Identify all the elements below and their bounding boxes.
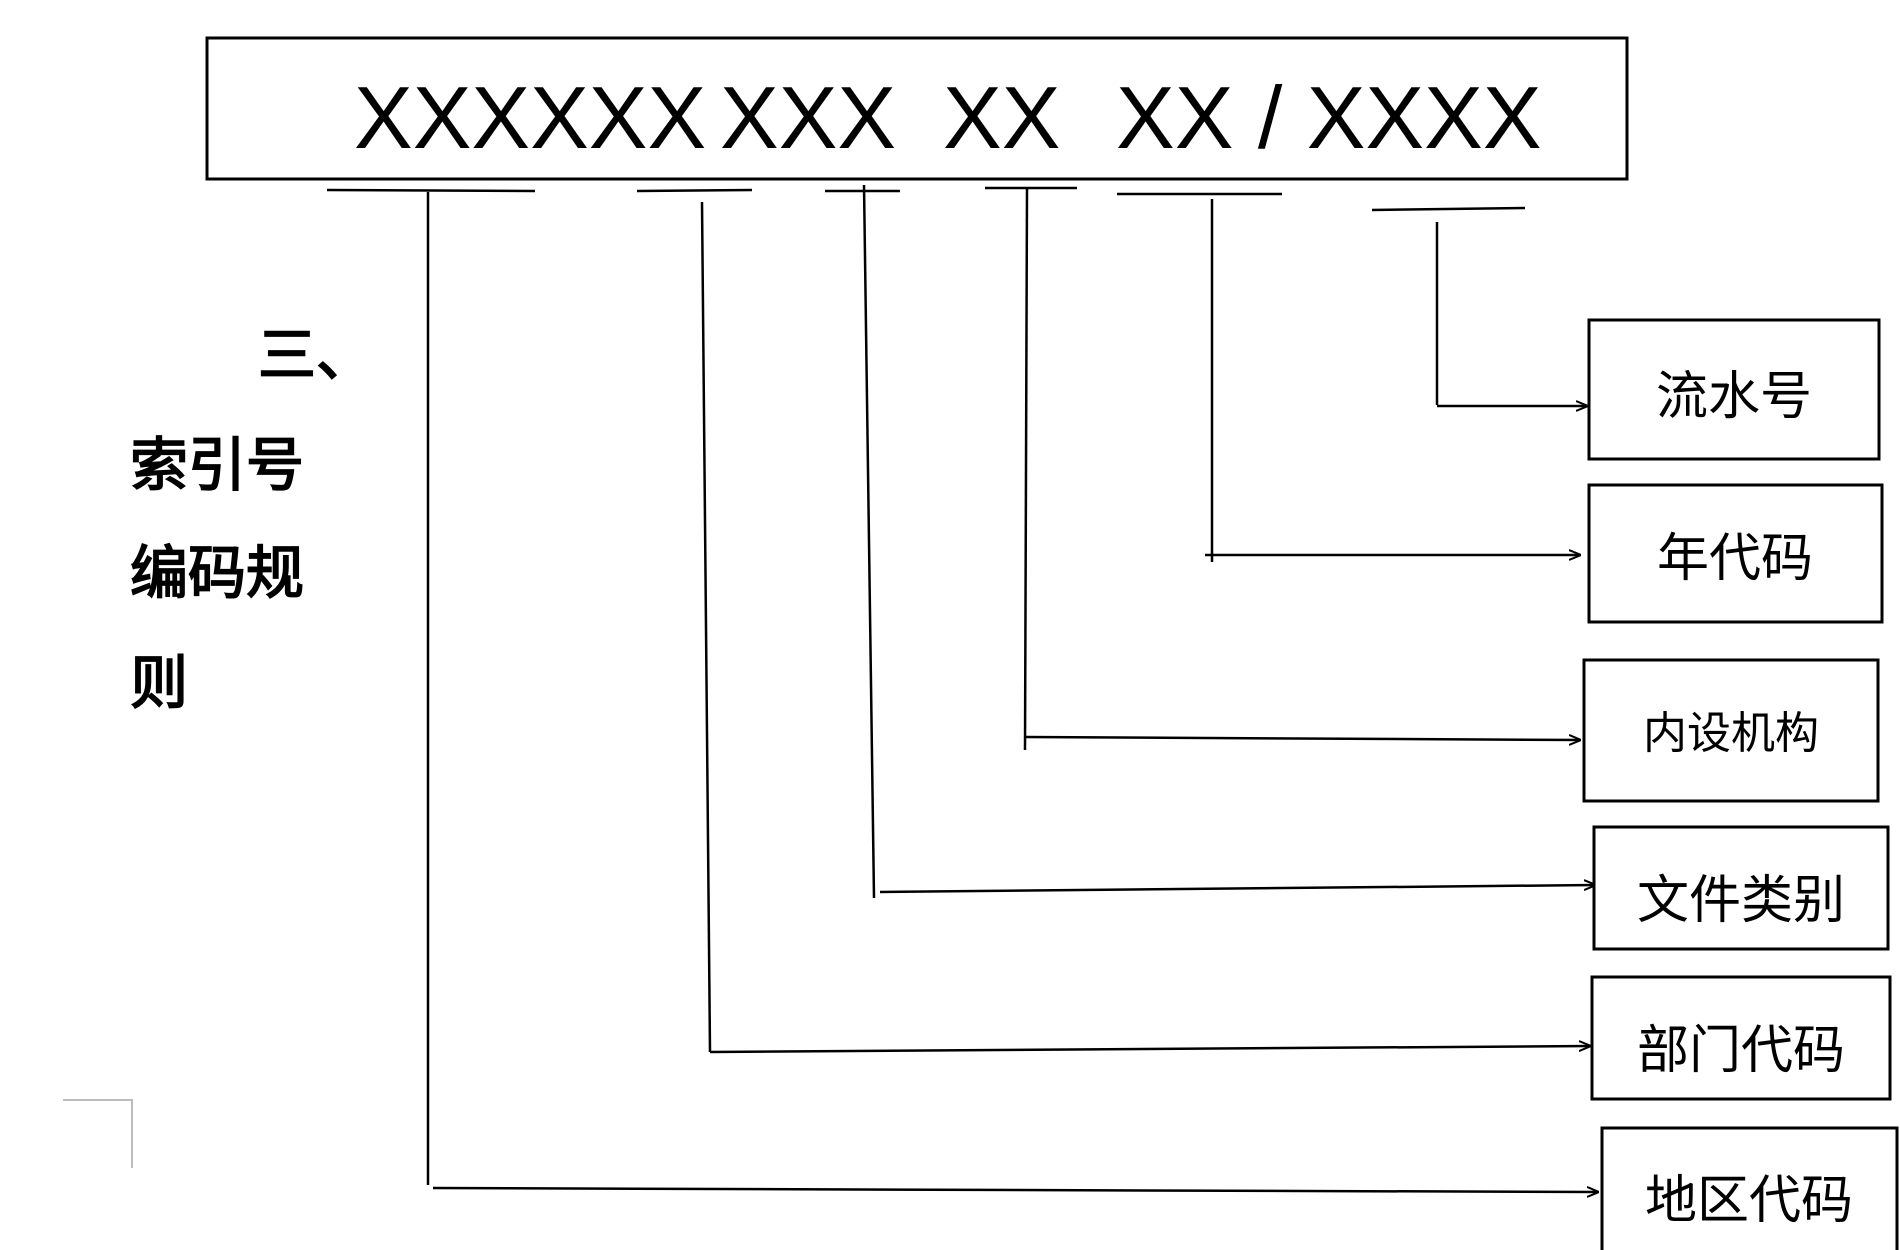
- label-box-region: [1600, 1126, 1899, 1250]
- arrow-category: [879, 885, 1595, 894]
- label-box-year: [1587, 483, 1884, 624]
- heading-number: 三、: [258, 321, 374, 389]
- underline-region: [326, 188, 536, 193]
- arrow-department: [709, 1046, 1590, 1054]
- label-region: 地区代码: [1645, 1171, 1853, 1231]
- heading-line-2: 编码规: [130, 539, 304, 607]
- label-department: 部门代码: [1637, 1021, 1845, 1081]
- code-segment-year-serial: XX / XXXX: [1116, 68, 1542, 167]
- arrow-region: [432, 1188, 1598, 1192]
- label-year: 年代码: [1657, 529, 1813, 589]
- label-box-serial: [1587, 318, 1881, 461]
- code-segment-region: XXXXXX: [354, 68, 706, 167]
- heading-line-3: 则: [130, 649, 188, 717]
- connector-internal: [1023, 187, 1029, 751]
- code-format-box: [205, 36, 1629, 181]
- label-category: 文件类别: [1637, 871, 1845, 931]
- arrow-internal: [1024, 737, 1580, 740]
- label-serial: 流水号: [1656, 367, 1812, 427]
- label-box-internal: [1582, 658, 1880, 803]
- underline-department: [636, 188, 753, 193]
- code-segment-internal: XX: [943, 68, 1060, 167]
- connector-category: [862, 184, 876, 899]
- label-internal: 内设机构: [1643, 708, 1819, 759]
- page-corner-mark: [63, 1099, 133, 1168]
- label-box-department: [1590, 975, 1892, 1101]
- code-segment-department: XXX: [720, 68, 896, 167]
- label-box-category: [1592, 825, 1890, 951]
- heading-line-1: 索引号: [130, 431, 304, 499]
- underline-serial: [1371, 206, 1526, 212]
- connector-department: [700, 201, 712, 1053]
